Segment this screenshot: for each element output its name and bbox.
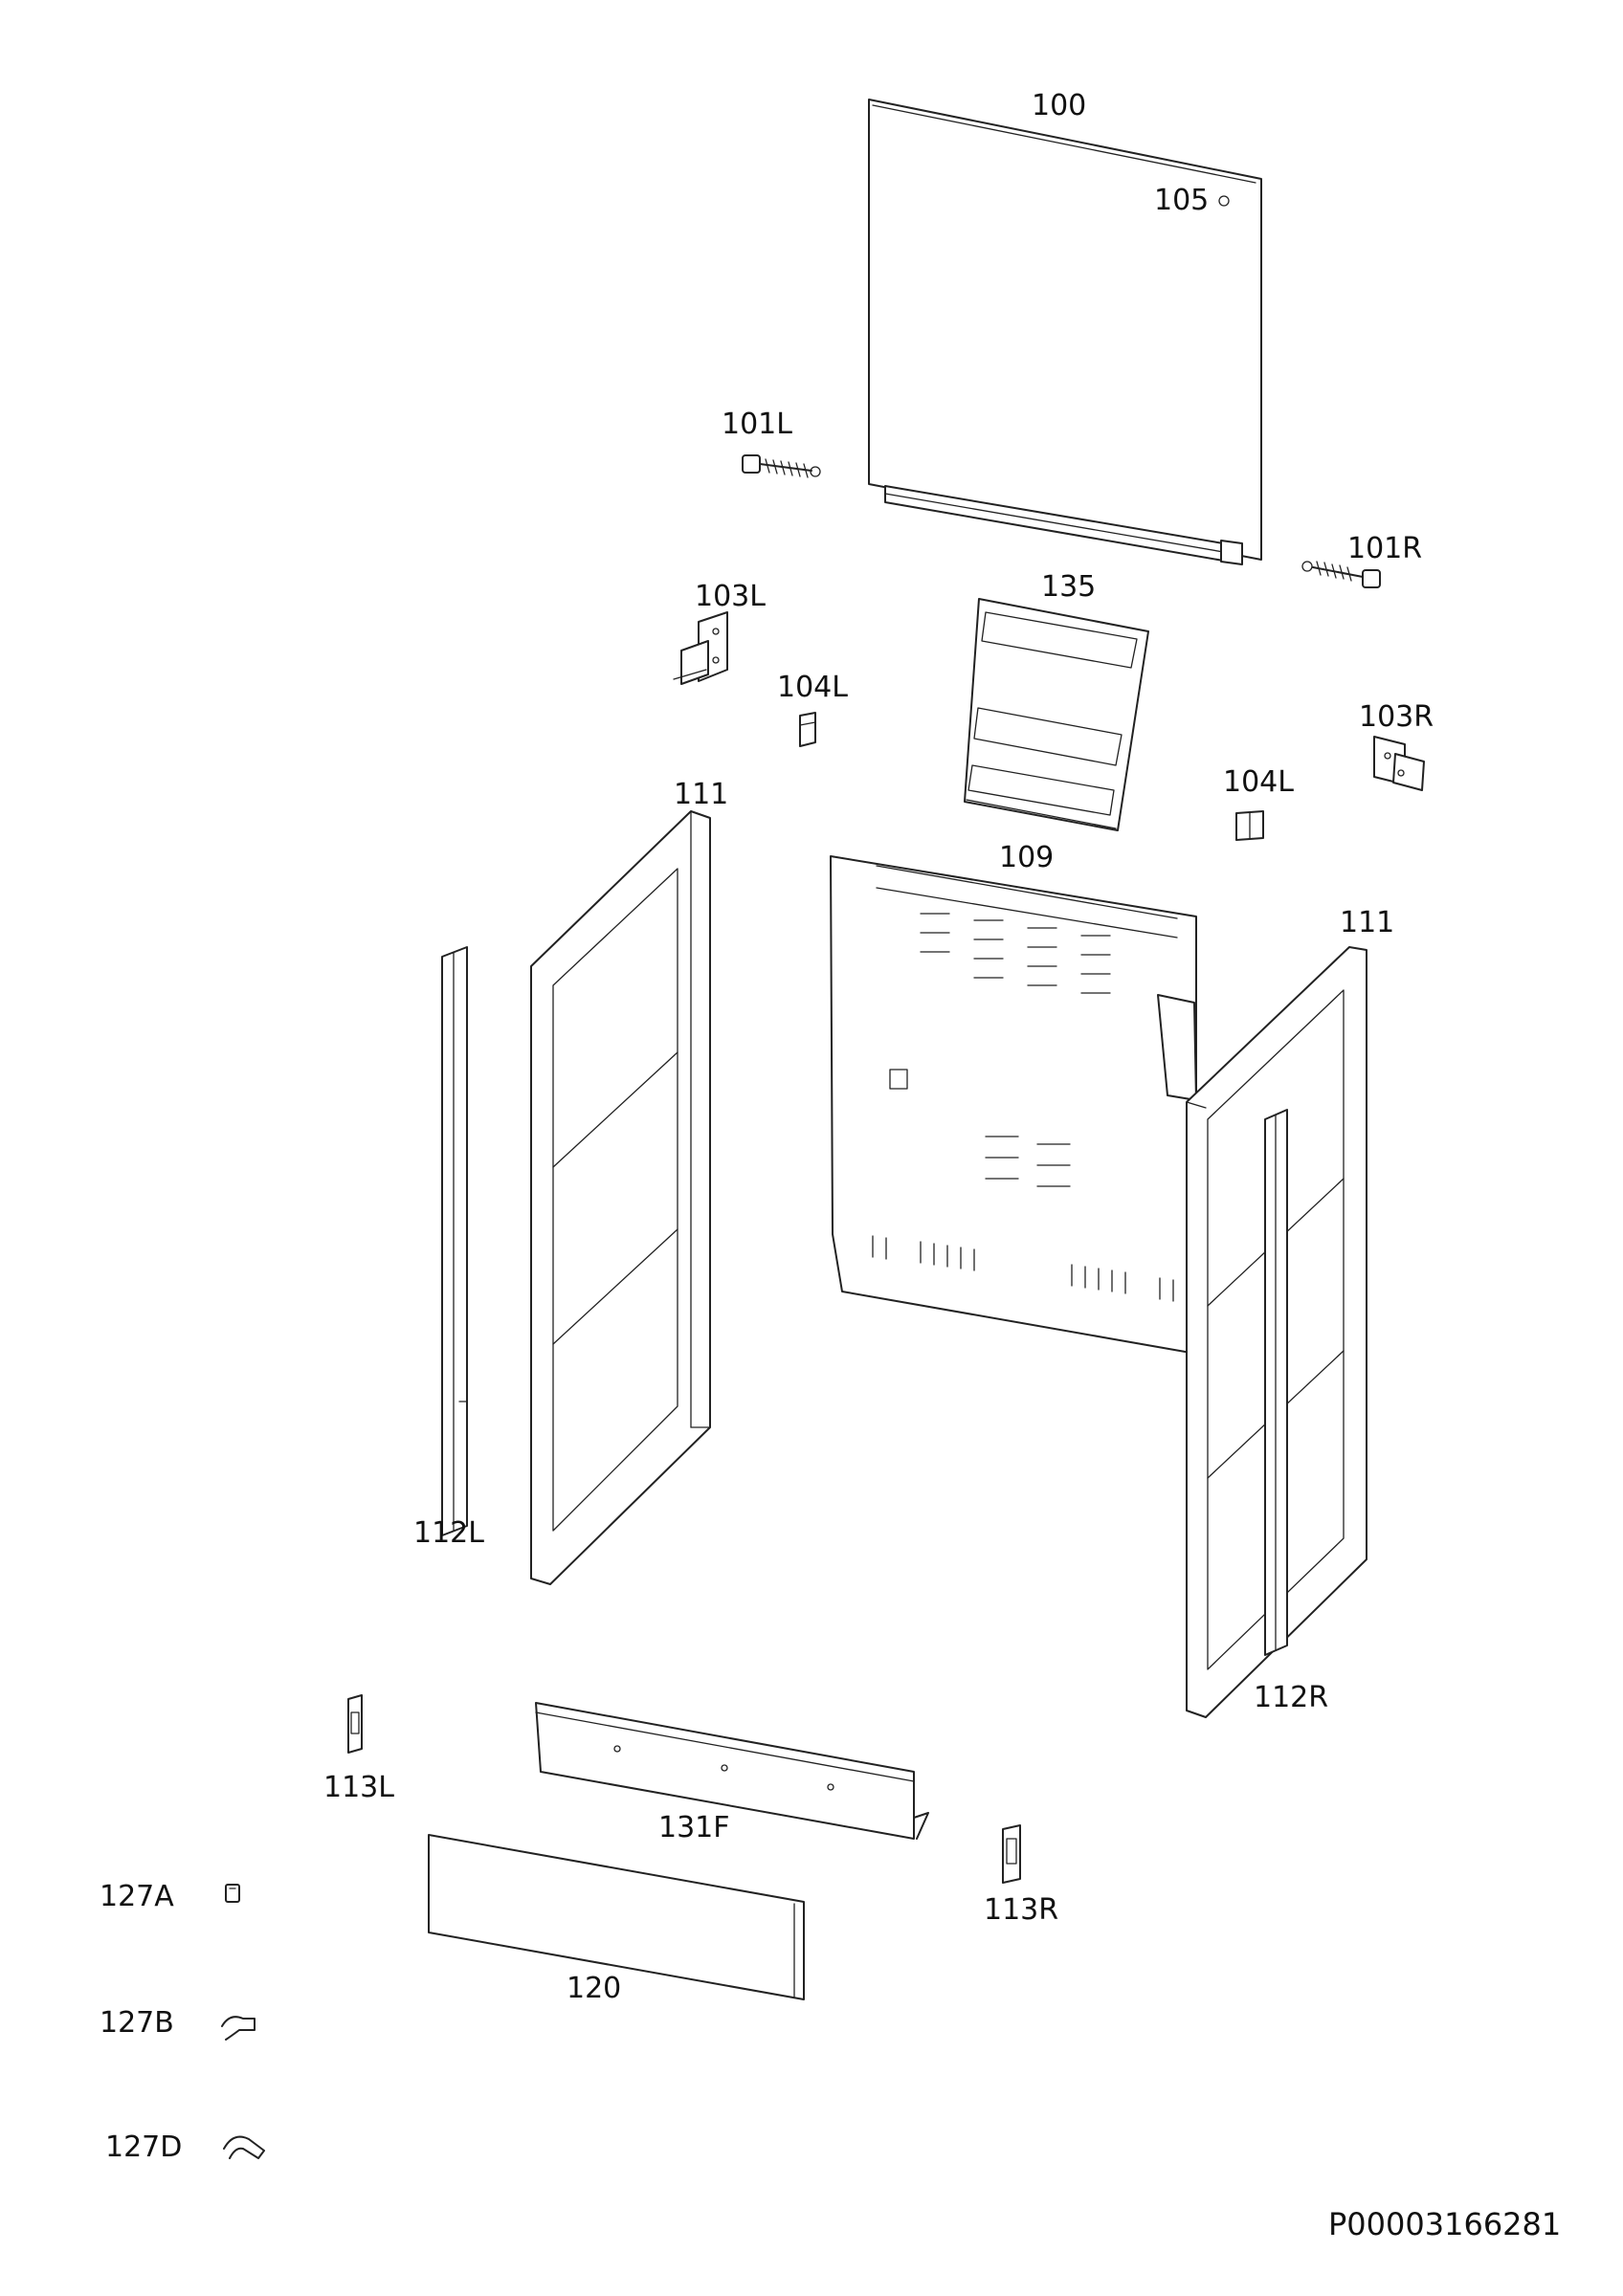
label-127D: 127D xyxy=(105,2130,182,2164)
label-104L-right: 104L xyxy=(1223,765,1294,799)
label-105: 105 xyxy=(1154,184,1209,217)
part-104L-clip-left xyxy=(799,712,816,747)
label-100: 100 xyxy=(1032,89,1086,122)
part-103L-bracket xyxy=(673,611,728,685)
label-131F: 131F xyxy=(658,1811,730,1844)
label-112R: 112R xyxy=(1254,1681,1328,1714)
label-101R: 101R xyxy=(1347,532,1422,565)
label-113R: 113R xyxy=(984,1893,1058,1927)
part-113R-clip xyxy=(1002,1824,1021,1884)
document-id: P00003166281 xyxy=(1328,2206,1561,2242)
part-127B-hook xyxy=(221,2016,256,2041)
label-112L: 112L xyxy=(413,1516,484,1550)
part-127A-plug xyxy=(225,1884,240,1903)
slot-row xyxy=(872,1235,1174,1302)
label-135: 135 xyxy=(1041,570,1096,604)
part-120-glass xyxy=(428,1834,805,2000)
label-103L: 103L xyxy=(695,580,766,613)
label-111-right: 111 xyxy=(1340,906,1394,939)
part-103R-bracket xyxy=(1373,736,1425,791)
part-100-panel xyxy=(868,99,1262,565)
label-111-left: 111 xyxy=(674,778,728,811)
label-113L: 113L xyxy=(323,1771,394,1804)
part-135-frame xyxy=(964,598,1149,831)
part-131F-strip xyxy=(535,1702,929,1840)
label-109: 109 xyxy=(999,841,1054,874)
part-127D-hook xyxy=(223,2135,265,2159)
label-104L-left: 104L xyxy=(777,671,848,704)
label-120: 120 xyxy=(567,1972,621,2005)
part-111-frame-left xyxy=(530,810,711,1585)
label-127B: 127B xyxy=(100,2006,174,2040)
part-112L-rail xyxy=(441,946,468,1536)
louver-group-upper xyxy=(920,913,1111,994)
part-109-back-panel xyxy=(830,855,1197,1355)
part-104L-clip-right xyxy=(1235,810,1264,841)
louver-group-lower xyxy=(985,1136,1071,1187)
label-103R: 103R xyxy=(1359,700,1434,734)
label-127A: 127A xyxy=(100,1880,174,1913)
part-101L-spring xyxy=(742,454,821,478)
part-101R-spring xyxy=(1301,561,1381,588)
part-112R-rail xyxy=(1264,1109,1288,1656)
part-113L-clip xyxy=(347,1694,363,1754)
label-101L: 101L xyxy=(722,408,792,441)
